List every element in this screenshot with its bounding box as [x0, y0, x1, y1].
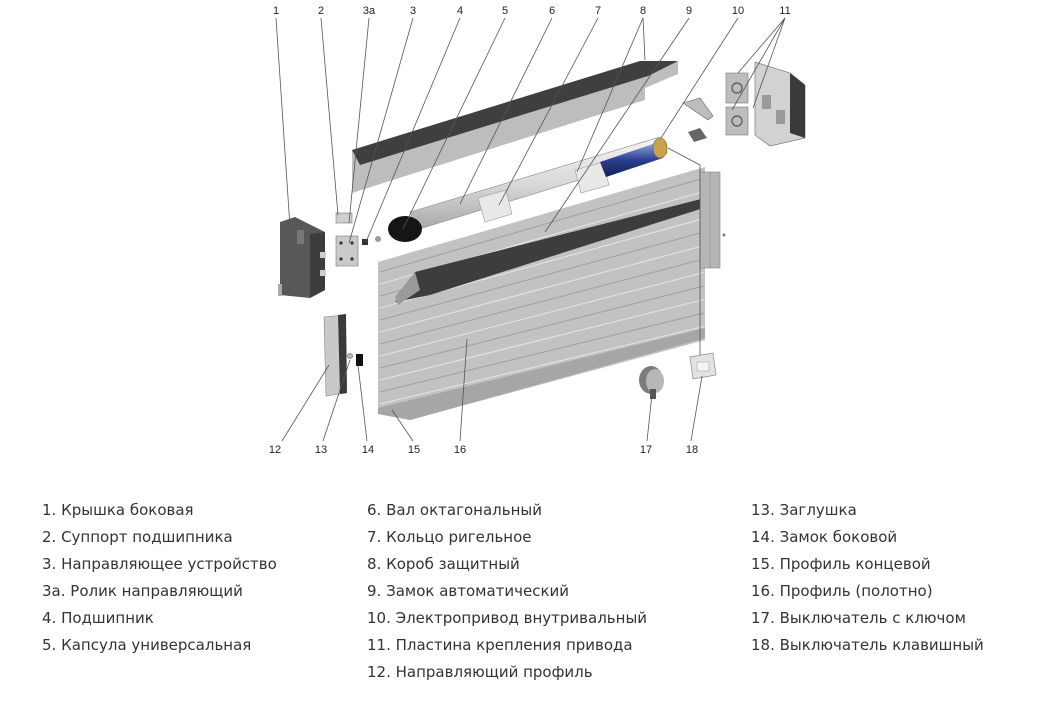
callout-6: 6	[549, 5, 555, 17]
callout-labels: 1 2 3а 3 4 5 6 7 8 9 10 11 12 13 14 15 1…	[269, 5, 791, 456]
slat-line	[379, 312, 705, 393]
callout-18: 18	[686, 444, 698, 456]
legend-column-1: 1. Крышка боковая 2. Суппорт подшипника …	[42, 497, 277, 659]
slat-line	[379, 299, 705, 381]
legend-item: 18. Выключатель клавишный	[751, 636, 984, 654]
motor-mounting-plates	[682, 61, 806, 147]
leader-lines	[275, 17, 786, 442]
side-cover	[278, 217, 326, 298]
legend-item: 7. Кольцо ригельное	[367, 528, 532, 546]
bearing-support	[335, 212, 353, 224]
legend-item: 1. Крышка боковая	[42, 501, 194, 519]
callout-9: 9	[686, 5, 692, 17]
legend-item: 6. Вал октагональный	[367, 501, 542, 519]
legend-item: 12. Направляющий профиль	[367, 663, 593, 681]
callout-10: 10	[732, 5, 744, 17]
legend-item: 2. Суппорт подшипника	[42, 528, 233, 546]
legend-item: 15. Профиль концевой	[751, 555, 931, 573]
legend-item: 17. Выключатель с ключом	[751, 609, 966, 627]
callout-7: 7	[595, 5, 601, 17]
slat-line	[379, 231, 705, 321]
guide-device	[335, 235, 359, 267]
legend-item: 3. Направляющее устройство	[42, 555, 277, 573]
callout-4: 4	[457, 5, 463, 17]
slat-line	[379, 245, 705, 333]
callout-17: 17	[640, 444, 652, 456]
legend-item: 8. Короб защитный	[367, 555, 520, 573]
callout-11: 11	[779, 5, 790, 17]
slat-line	[379, 177, 705, 273]
rocker-switch	[689, 352, 717, 380]
callout-8: 8	[640, 5, 646, 17]
end-profile	[378, 328, 705, 420]
tubular-motor	[600, 137, 668, 177]
bearing	[362, 239, 368, 245]
legend-item: 14. Замок боковой	[751, 528, 898, 546]
slat-line	[379, 272, 705, 357]
legend-column-2: 6. Вал октагональный 7. Кольцо ригельное…	[367, 497, 647, 686]
end-plug	[347, 353, 353, 359]
callout-16: 16	[454, 444, 466, 456]
side-lock	[356, 354, 363, 366]
right-guide-rail	[699, 171, 726, 269]
callout-13: 13	[315, 444, 327, 456]
callout-3: 3	[410, 5, 416, 17]
callout-1: 1	[273, 5, 279, 17]
legend-item: 13. Заглушка	[751, 501, 857, 519]
callout-2: 2	[318, 5, 324, 17]
callout-3a: 3а	[363, 5, 376, 17]
key-switch	[639, 366, 664, 399]
legend-item: 16. Профиль (полотно)	[751, 582, 933, 600]
exploded-diagram: 1 2 3а 3 4 5 6 7 8 9 10 11 12 13 14 15 1…	[269, 5, 806, 456]
universal-capsule	[388, 216, 422, 242]
callout-5: 5	[502, 5, 508, 17]
slat-line	[379, 258, 705, 345]
protective-box	[352, 61, 678, 193]
slat-line	[379, 326, 705, 405]
legend-item: 3а. Ролик направляющий	[42, 582, 243, 600]
legend-item: 4. Подшипник	[42, 609, 154, 627]
legend-item: 11. Пластина крепления привода	[367, 636, 633, 654]
legend-item: 5. Капсула универсальная	[42, 636, 252, 654]
legend-item: 10. Электропривод внутривальный	[367, 609, 648, 627]
octagonal-shaft	[409, 136, 668, 231]
callout-12: 12	[269, 444, 281, 456]
legend-item: 9. Замок автоматический	[367, 582, 570, 600]
guide-roller	[375, 236, 381, 242]
legend-column-3: 13. Заглушка 14. Замок боковой 15. Профи…	[751, 497, 984, 659]
curtain-top-channel	[395, 198, 713, 305]
slat-line	[379, 285, 705, 369]
guide-profile	[323, 314, 347, 397]
callout-15: 15	[408, 444, 420, 456]
callout-14: 14	[362, 444, 374, 456]
